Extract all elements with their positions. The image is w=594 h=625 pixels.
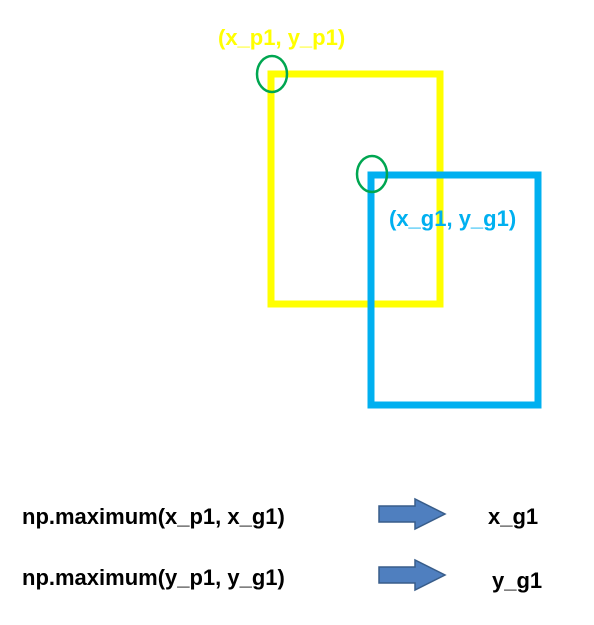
predicted-corner-label: (x_p1, y_p1) [218,25,345,50]
ground-truth-corner-label: (x_g1, y_g1) [389,206,516,231]
ground-truth-corner-marker [355,154,389,194]
result-row-1: x_g1 [488,504,538,529]
arrow-icon [378,558,447,592]
expression-row-1: np.maximum(x_p1, x_g1) [22,504,285,529]
predicted-box [267,70,444,308]
arrow-icon [378,497,447,531]
ground-truth-box [367,171,542,409]
result-row-2: y_g1 [492,568,542,593]
predicted-corner-marker [255,54,289,94]
expression-row-2: np.maximum(y_p1, y_g1) [22,565,285,590]
